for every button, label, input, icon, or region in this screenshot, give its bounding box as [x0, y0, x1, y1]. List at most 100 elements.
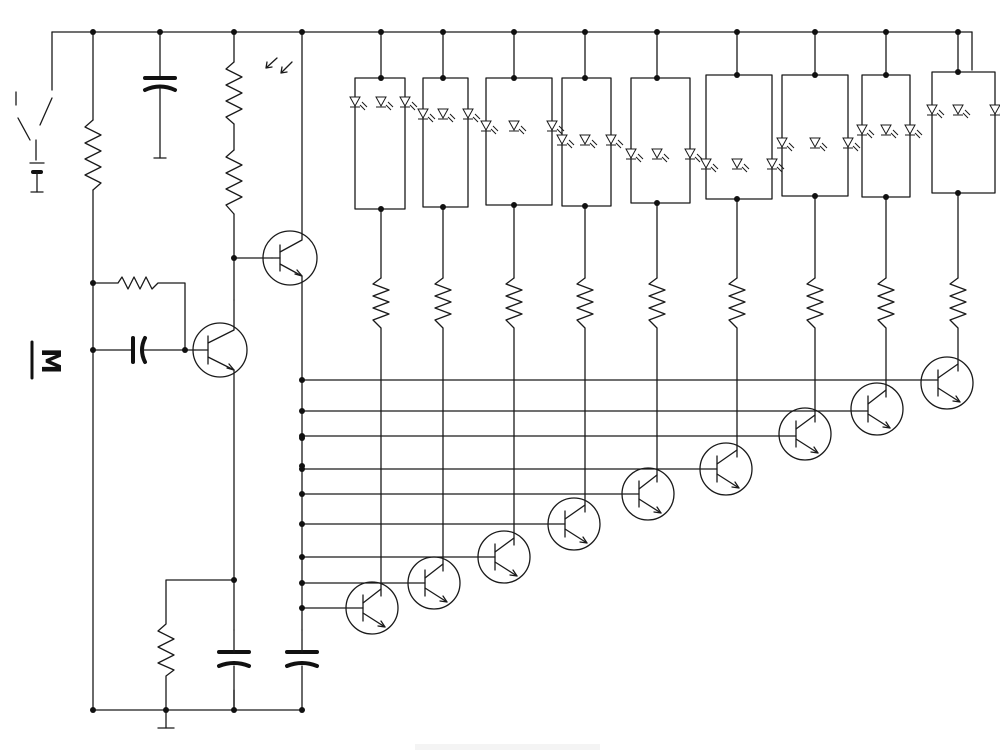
junction-dot	[299, 521, 305, 527]
capacitor-c2	[217, 629, 251, 711]
junction-dot	[654, 29, 660, 35]
led-icon	[880, 124, 899, 139]
transistor-arrow	[439, 595, 448, 603]
led-current-resistor	[877, 277, 895, 398]
junction-dot	[654, 75, 660, 81]
led-icon	[399, 96, 418, 111]
transistor-collector	[716, 449, 738, 465]
led-light-arrows	[447, 113, 456, 123]
led-icon	[776, 137, 795, 152]
capacitor-c-top	[143, 31, 177, 159]
transistor-emitter	[867, 413, 891, 429]
led-icon	[605, 134, 624, 149]
led-icon	[375, 96, 394, 111]
led-parallel-frame	[931, 71, 996, 194]
junction-dot	[231, 255, 237, 261]
driver-transistor-1	[301, 581, 399, 635]
transistor-arrow	[810, 446, 819, 454]
junction-dot	[955, 190, 961, 196]
led-column-4	[556, 31, 624, 513]
junction-dot	[378, 29, 384, 35]
led-icon	[546, 120, 565, 135]
led-light-arrows	[635, 153, 644, 163]
junction-dot	[883, 72, 889, 78]
resistor-r2	[225, 61, 243, 125]
led-column-6	[700, 31, 785, 458]
transistor-emitter	[362, 612, 386, 628]
capacitor-c3	[285, 629, 319, 711]
led-triangle	[399, 96, 411, 108]
led-light-arrows	[556, 125, 565, 135]
transistor-body	[850, 382, 904, 436]
led-icon	[417, 108, 436, 123]
led-icon	[766, 158, 785, 173]
led-icon	[480, 120, 499, 135]
junction-dot	[299, 580, 305, 586]
led-light-arrows	[741, 163, 750, 173]
junction-dot	[231, 29, 237, 35]
junction-dot	[90, 347, 96, 353]
transistor-emitter	[494, 561, 518, 577]
led-triangle	[856, 124, 868, 136]
led-current-resistor	[372, 277, 390, 597]
led-light-arrows	[385, 101, 394, 111]
led-light-arrows	[359, 101, 368, 111]
led-icon	[809, 137, 828, 152]
junction-dot	[90, 29, 96, 35]
led-current-resistor	[806, 277, 824, 423]
driver-transistor-6	[301, 442, 753, 496]
junction-dot	[883, 29, 889, 35]
led-current-resistor	[576, 277, 594, 513]
battery-symbol	[29, 162, 45, 193]
led-icon	[926, 104, 945, 119]
junction-dot	[299, 491, 305, 497]
led-triangle	[605, 134, 617, 146]
led-icon	[684, 148, 703, 163]
led-icon	[842, 137, 861, 152]
led-light-arrows	[852, 142, 861, 152]
junction-dot	[440, 204, 446, 210]
driver-transistor-9	[301, 356, 974, 410]
led-light-arrows	[962, 109, 971, 119]
led-current-resistor	[949, 277, 967, 372]
junction-dot	[299, 554, 305, 560]
power-switch	[15, 91, 53, 161]
junction-dot	[231, 577, 237, 583]
transistor-collector	[362, 588, 382, 604]
junction-dot	[734, 29, 740, 35]
led-triangle	[508, 120, 520, 132]
led-icon	[462, 108, 481, 123]
led-triangle	[684, 148, 696, 160]
transistor-emitter	[564, 528, 588, 544]
m-label: M	[30, 340, 65, 380]
led-triangle	[556, 134, 568, 146]
led-parallel-frame	[561, 77, 612, 207]
junction-dot	[299, 707, 305, 713]
transistor-q2	[192, 299, 248, 378]
led-parallel-frame	[705, 74, 773, 200]
junction-dot	[511, 29, 517, 35]
junction-dot	[582, 75, 588, 81]
m-label-text: M	[35, 348, 65, 374]
junction-dot	[90, 280, 96, 286]
led-icon	[556, 134, 575, 149]
junction-dot	[163, 707, 169, 713]
junction-dot	[955, 69, 961, 75]
led-triangle	[480, 120, 492, 132]
led-column-9	[926, 31, 1000, 372]
transistor-emitter	[424, 587, 448, 603]
led-icon	[508, 120, 527, 135]
led-triangle	[926, 104, 938, 116]
led-light-arrows	[427, 113, 436, 123]
driver-transistor-3	[301, 530, 531, 584]
led-icon	[579, 134, 598, 149]
led-light-arrows	[890, 129, 899, 139]
driver-transistor-4	[301, 497, 601, 551]
driver-transistor-5	[301, 467, 675, 521]
transistor-body	[778, 407, 832, 461]
led-icon	[989, 104, 1000, 116]
junction-dot	[299, 377, 305, 383]
led-light-arrows	[661, 153, 670, 163]
led-column-2	[417, 31, 481, 572]
transistor-arrow	[882, 421, 891, 429]
